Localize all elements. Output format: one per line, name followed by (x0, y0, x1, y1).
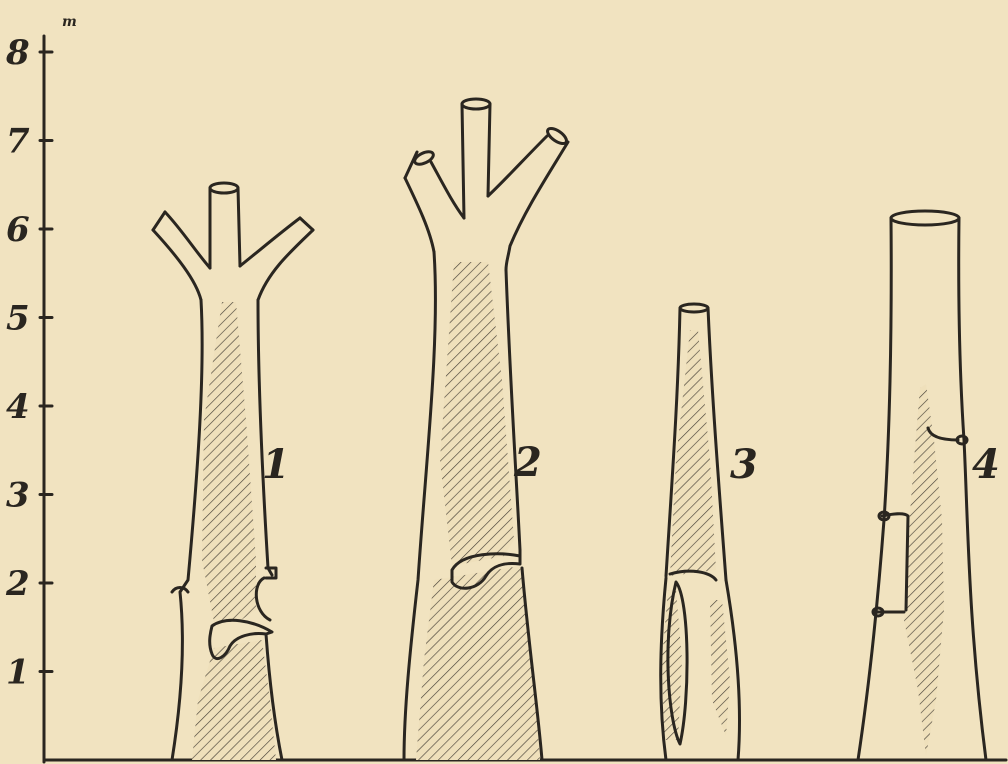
tree-4-trunk-right (959, 218, 986, 760)
tree-4: 4 (858, 211, 1000, 760)
tree-1: 1 (153, 183, 313, 760)
axis-tick-label: 4 (6, 387, 30, 427)
tree-4-label: 4 (972, 441, 1000, 488)
axis-tick-label: 7 (6, 122, 30, 162)
tree-2-branch-left (405, 178, 434, 252)
tree-3-wood-right (710, 600, 730, 736)
tree-1-wood-upper (202, 302, 256, 622)
tree-3-label: 3 (730, 441, 758, 488)
tree-1-trunk-right (258, 300, 272, 575)
tree-4-wood (904, 384, 944, 756)
tree-1-trunk-left (172, 300, 202, 760)
tree-1-branch-left (153, 230, 201, 300)
tree-2-label: 2 (513, 439, 542, 486)
tree-3: 3 (661, 304, 758, 760)
tree-2-branch-center (462, 104, 464, 218)
axis-tick-label: 3 (6, 476, 30, 516)
axis-tick-label: 1 (6, 653, 30, 693)
tree-1-branch-right (240, 218, 300, 266)
tree-2: 2 (404, 99, 569, 760)
axis-tick-label: 6 (6, 210, 30, 250)
axis-tick-label: 8 (5, 33, 30, 73)
tree-1-wood-lower (192, 640, 276, 760)
axis-tick-label: 2 (5, 564, 30, 604)
tree-4-trunk-left (858, 218, 891, 760)
tree-2-wood-lower (416, 566, 540, 760)
tree-1-label: 1 (262, 441, 290, 488)
tree-2-branch-right (488, 136, 547, 196)
axis-tick-label: 5 (6, 299, 30, 339)
tree-2-wood-upper (440, 262, 514, 566)
axis-unit: m (62, 14, 77, 30)
